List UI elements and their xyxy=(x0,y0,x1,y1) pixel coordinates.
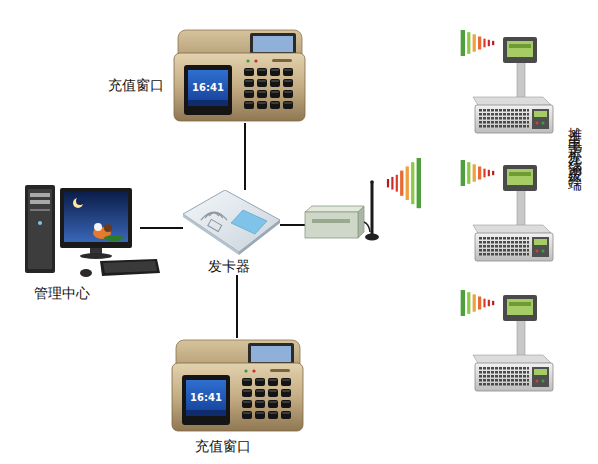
card-issuer-shape xyxy=(183,190,280,255)
signal-waves xyxy=(387,158,421,208)
card-issuer: 发卡器 xyxy=(183,190,280,275)
recharge-terminal: 充值窗口 xyxy=(172,28,307,123)
node-label: 充值窗口 xyxy=(195,438,251,455)
recharge-terminal-illustration xyxy=(172,340,303,431)
electronic-scale xyxy=(473,165,553,261)
node-label: 充值窗口 xyxy=(108,77,164,94)
electronic-scale xyxy=(473,295,553,391)
electronic-scale xyxy=(473,37,553,133)
management-computer-shape xyxy=(22,183,162,280)
management-computer: 管理中心 xyxy=(22,183,140,268)
recharge-terminal-shape xyxy=(170,338,305,433)
connector-line xyxy=(236,275,238,338)
wireless-module xyxy=(280,180,379,240)
screen-time: 16:41 xyxy=(188,82,228,94)
recharge-terminal: 充值窗口 xyxy=(170,338,305,433)
connector-line xyxy=(244,123,246,190)
scale-terminals xyxy=(461,30,553,391)
connector-line xyxy=(140,227,183,229)
screen-time: 16:41 xyxy=(186,392,226,404)
node-label: 发卡器 xyxy=(208,258,250,275)
signal-waves xyxy=(461,160,495,186)
module-wire xyxy=(280,224,305,226)
recharge-terminal-illustration xyxy=(174,30,305,121)
terminal-group-label: 摊主电子称无线消费终端 xyxy=(566,116,583,171)
recharge-terminal-shape xyxy=(172,28,307,123)
management-computer-illustration xyxy=(25,185,160,277)
signal-waves xyxy=(461,290,495,316)
signal-waves xyxy=(461,30,495,56)
card-issuer-illustration xyxy=(183,190,280,255)
node-label: 管理中心 xyxy=(34,285,90,302)
